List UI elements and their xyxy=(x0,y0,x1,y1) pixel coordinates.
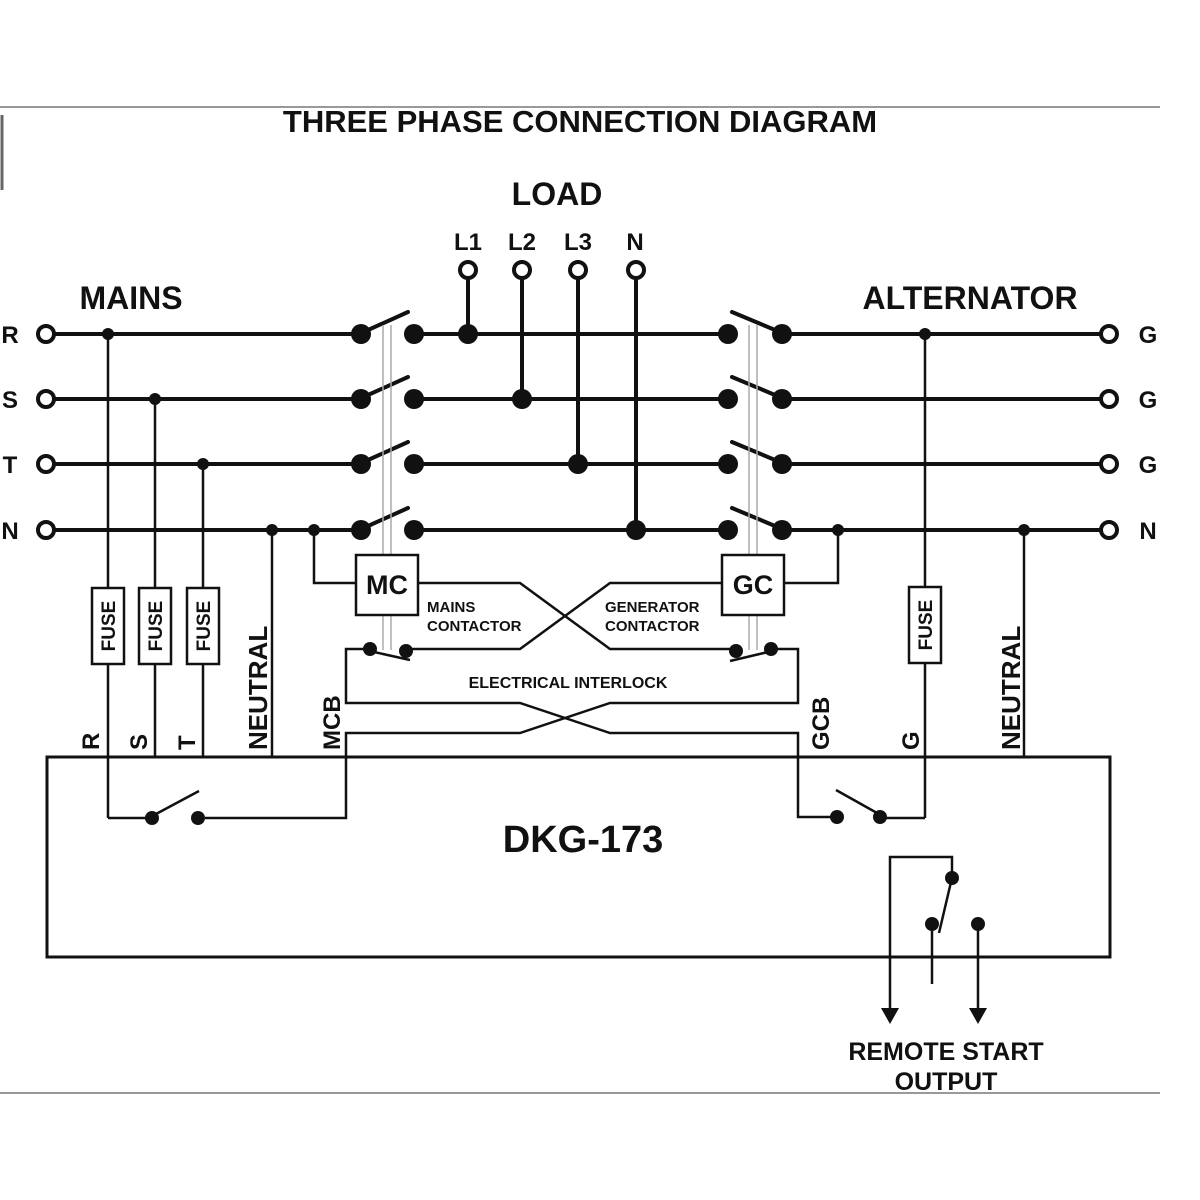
fuse-label: FUSE xyxy=(99,601,120,652)
interlock-aux-contacts xyxy=(205,642,800,820)
fuse-g xyxy=(907,585,943,665)
mains-label: MAINS xyxy=(79,280,182,316)
mains-fuses: FUSE FUSE FUSE xyxy=(90,586,221,666)
controller-name: DKG-173 xyxy=(503,819,664,861)
gc-caption-line1: GENERATOR xyxy=(605,599,700,616)
load-terminal-l1: L1 xyxy=(454,229,482,256)
load-bus xyxy=(412,332,730,532)
input-label-gcb: GCB xyxy=(808,697,835,750)
mains-line-t: T xyxy=(3,452,18,479)
terminal-icon xyxy=(626,260,646,280)
arrow-down-icon xyxy=(881,1008,899,1024)
mains-line-r: R xyxy=(1,322,18,349)
load-terminal-n: N xyxy=(626,229,643,256)
generator-contactor-switches xyxy=(718,310,792,650)
mains-bus xyxy=(50,332,362,532)
fuse-s xyxy=(137,586,173,666)
controller-box xyxy=(45,755,1112,959)
load-terminal-l3: L3 xyxy=(564,229,592,256)
alt-line-g1: G xyxy=(1139,322,1158,349)
gc-caption-line2: CONTACTOR xyxy=(605,618,700,635)
terminal-icon xyxy=(1099,520,1119,540)
fuse-label: FUSE xyxy=(916,600,937,651)
alternator-sense-wires xyxy=(784,334,1026,820)
load-junctions xyxy=(458,324,646,540)
fuse-r xyxy=(90,586,126,666)
mcb-relay-contact xyxy=(145,789,205,825)
mains-sense-junctions xyxy=(102,328,320,536)
mc-caption-line1: MAINS xyxy=(427,599,475,616)
terminal-icon xyxy=(1099,454,1119,474)
alternator-sense-junctions xyxy=(832,328,1030,536)
remote-start-label-line1: REMOTE START xyxy=(848,1038,1043,1066)
alternator-bus xyxy=(780,332,1104,532)
alt-line-g2: G xyxy=(1139,387,1158,414)
terminal-icon xyxy=(1099,324,1119,344)
terminal-icon xyxy=(36,389,56,409)
input-label-t: T xyxy=(174,735,201,750)
terminal-icon xyxy=(568,260,588,280)
fuse-t xyxy=(185,586,221,666)
input-label-mcb: MCB xyxy=(319,695,346,750)
gcb-relay-contact xyxy=(796,760,887,824)
terminal-icon xyxy=(1099,389,1119,409)
input-label-s: S xyxy=(126,734,153,750)
mains-contactor-coil: MC xyxy=(354,553,420,617)
remote-start-label-line2: OUTPUT xyxy=(895,1068,998,1096)
load-terminal-l2: L2 xyxy=(508,229,536,256)
load-label: LOAD xyxy=(512,176,603,212)
alt-line-n: N xyxy=(1139,518,1156,545)
mains-line-s: S xyxy=(2,387,18,414)
mains-line-n: N xyxy=(1,518,18,545)
svg-text:GC: GC xyxy=(733,570,774,600)
mains-sense-wires xyxy=(106,334,356,820)
terminal-icon xyxy=(36,520,56,540)
alternator-label: ALTERNATOR xyxy=(862,280,1077,316)
input-label-r: R xyxy=(78,733,105,750)
remote-start-relay xyxy=(881,855,987,1024)
input-label-g: G xyxy=(898,731,925,750)
diagram-title: THREE PHASE CONNECTION DIAGRAM xyxy=(283,104,877,139)
mc-caption-line2: CONTACTOR xyxy=(427,618,522,635)
alt-line-g3: G xyxy=(1139,452,1158,479)
terminal-icon xyxy=(36,454,56,474)
coil-crossover-wires xyxy=(405,581,736,651)
fuse-label: FUSE xyxy=(194,601,215,652)
load-drops xyxy=(466,276,638,532)
generator-contactor-coil: GC xyxy=(720,553,786,617)
terminal-icon xyxy=(458,260,478,280)
fuse-label: FUSE xyxy=(146,601,167,652)
arrow-down-icon xyxy=(969,1008,987,1024)
interlock-label: ELECTRICAL INTERLOCK xyxy=(469,675,668,692)
input-label-neutral-mains: NEUTRAL xyxy=(243,626,273,750)
terminal-icon xyxy=(36,324,56,344)
input-label-neutral-gen: NEUTRAL xyxy=(996,626,1026,750)
terminal-icon xyxy=(512,260,532,280)
svg-text:MC: MC xyxy=(366,570,408,600)
mains-contactor-switches xyxy=(351,310,424,650)
